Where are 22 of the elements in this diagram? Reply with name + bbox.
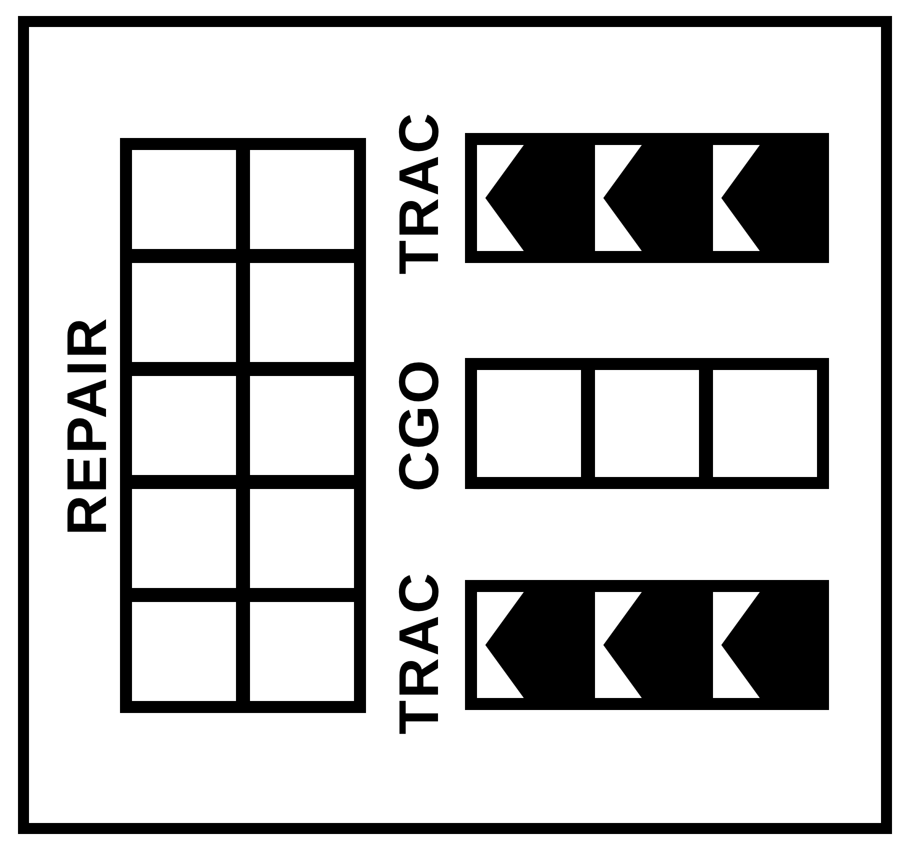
bay-grid [120, 138, 366, 713]
empty-square [477, 370, 581, 477]
group-label: CGO [391, 358, 447, 492]
bay-grid [465, 580, 829, 710]
group-label: TRAC [391, 570, 447, 734]
bay-grid [465, 133, 829, 263]
empty-square [132, 150, 236, 249]
frame-box [18, 16, 892, 834]
bay-grid [465, 358, 829, 489]
empty-square [132, 376, 236, 475]
empty-square [132, 602, 236, 701]
empty-square [713, 370, 817, 477]
empty-square [132, 489, 236, 588]
empty-square [250, 263, 354, 362]
group-label: REPAIR [59, 316, 115, 536]
empty-square [595, 370, 699, 477]
empty-square [250, 150, 354, 249]
empty-square [250, 602, 354, 701]
group-label: TRAC [391, 110, 447, 274]
empty-square [132, 263, 236, 362]
empty-square [250, 489, 354, 588]
empty-square [250, 376, 354, 475]
